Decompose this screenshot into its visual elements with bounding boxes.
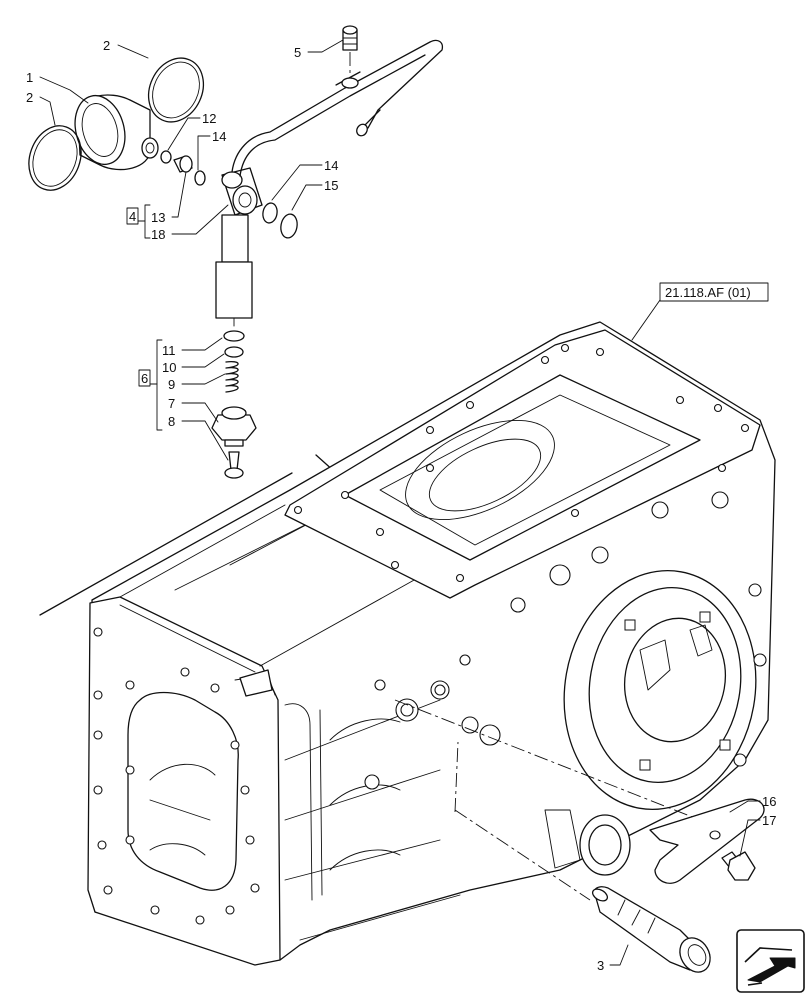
callout-13: 13 [151,210,165,225]
callout-4: 4 [129,209,136,224]
callout-12: 12 [202,111,216,126]
o-ring-12 [160,150,172,164]
screw-5 [341,25,359,89]
top-frame-bolt-holes [293,343,750,583]
seal-ring-2-left [28,125,82,191]
vertical-tube [215,214,253,327]
transmission-housing [39,321,776,966]
callout-3: 3 [597,958,604,973]
spring-9 [225,360,239,393]
valve-spool-3 [591,886,711,973]
washer-10 [224,346,244,358]
o-ring-11 [223,330,245,342]
reference-box [659,282,769,302]
plug-7 [211,406,257,447]
callout-2-left: 2 [26,90,33,105]
pipe-tube [231,39,444,177]
seal-ring-2-right [147,57,205,123]
bushing-13 [173,155,193,173]
valve-poppet-8 [224,451,244,479]
callout-7: 7 [168,396,175,411]
callout-6: 6 [141,371,148,386]
valve-body-part-1 [74,94,159,171]
callout-8: 8 [168,414,175,429]
callout-16: 16 [762,794,776,809]
assembly-centerline [394,699,701,821]
assembly-centerline-3 [454,741,459,813]
callout-14-upper: 14 [212,129,226,144]
tee-fitting-18 [221,167,263,216]
front-face-bolt-holes [93,627,260,925]
callout-2-top: 2 [103,38,110,53]
callout-17: 17 [762,813,776,828]
bolt-17 [721,851,756,881]
callout-14-lower: 14 [324,158,338,173]
assembly-centerline-2 [454,809,591,901]
callout-5: 5 [294,45,301,60]
o-ring-15 [280,213,298,239]
callout-9: 9 [168,377,175,392]
group-brackets [126,204,163,431]
o-ring-14-lower [262,202,278,224]
o-ring-14-upper [194,170,206,186]
callout-15: 15 [324,178,338,193]
callout-11: 11 [162,343,176,358]
callout-numbers: 1 2 2 3 4 5 6 7 8 9 10 11 12 13 14 14 15… [26,38,776,973]
callout-10: 10 [162,360,176,375]
arrow-back-icon[interactable] [736,929,805,993]
locking-plate-16 [649,798,765,884]
reference-label[interactable]: 21.118.AF (01) [665,285,751,300]
callout-1: 1 [26,70,33,85]
leader-lines [39,39,761,966]
callout-18: 18 [151,227,165,242]
